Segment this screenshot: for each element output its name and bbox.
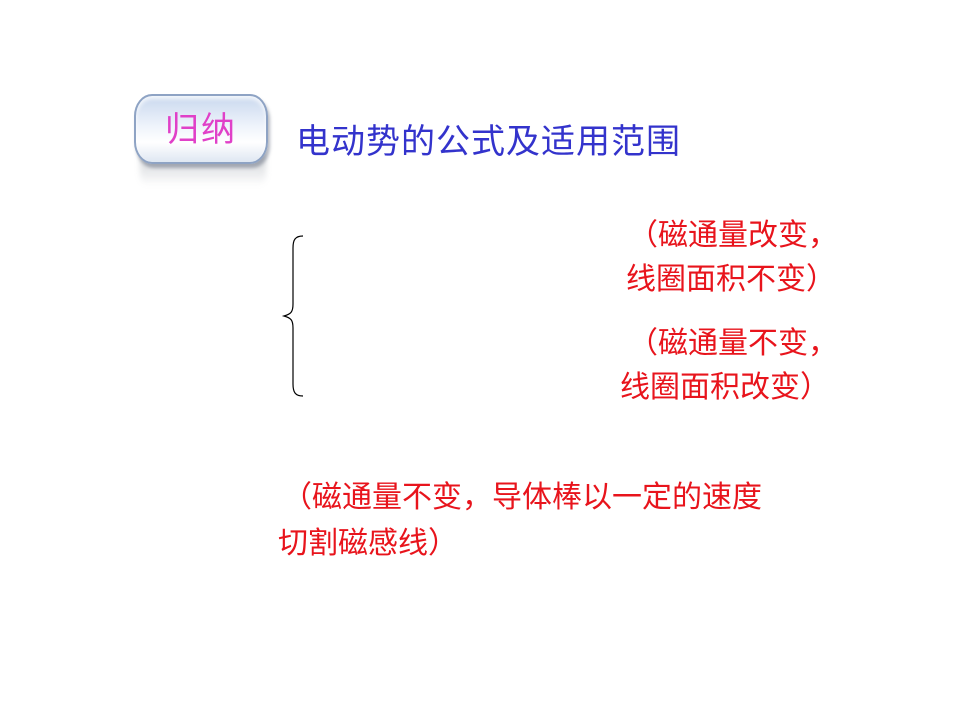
case2-line2: 线圈面积改变）	[620, 370, 830, 405]
motional-line1: （磁通量不变，导体棒以一定的速度	[282, 480, 762, 515]
case2-line1: （磁通量不变，	[628, 326, 838, 361]
badge-label: 归纳	[165, 109, 237, 150]
case1-line1: （磁通量改变，	[628, 218, 838, 253]
curly-brace-icon	[281, 235, 304, 397]
page-title: 电动势的公式及适用范围	[296, 122, 681, 162]
case1-line2: 线圈面积不变）	[626, 262, 836, 297]
motional-line2: 切割磁感线）	[278, 526, 458, 561]
summary-badge: 归纳	[134, 94, 268, 164]
